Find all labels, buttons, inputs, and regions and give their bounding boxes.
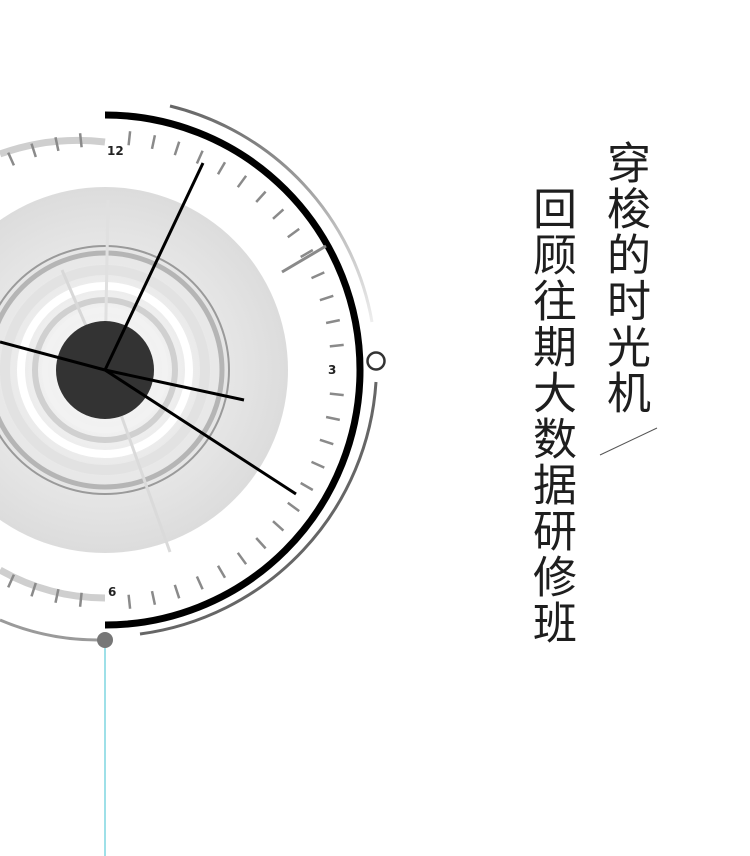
tick-mark <box>236 552 248 565</box>
tick-mark <box>310 271 325 280</box>
tick-mark <box>7 574 16 588</box>
hand-second <box>104 368 297 496</box>
clock-knob <box>366 351 386 371</box>
numeral-12: 12 <box>107 144 124 158</box>
tick-mark <box>173 584 181 599</box>
clock-rim <box>104 111 364 629</box>
tick-accent <box>281 244 327 274</box>
pendulum-bob <box>97 632 113 648</box>
tick-mark <box>325 415 341 422</box>
hand-tail <box>0 340 106 372</box>
tick-mark <box>287 227 300 239</box>
tick-mark <box>30 582 37 597</box>
ring-2 <box>0 250 225 490</box>
tick-mark <box>150 134 157 150</box>
tick-mark <box>319 438 334 446</box>
tick-mark <box>173 141 181 156</box>
tick-mark <box>54 136 60 152</box>
tick-mark <box>300 481 314 492</box>
hand-minute <box>103 162 205 371</box>
tick-mark <box>78 592 83 607</box>
clock-ticks <box>7 131 344 609</box>
ring-outer <box>0 245 230 495</box>
tick-mark <box>150 590 157 606</box>
tick-mark <box>216 565 227 579</box>
title-line-2: 回顾往期大数据研修班 <box>525 186 576 646</box>
left-arc-base <box>0 618 101 642</box>
numeral-6: 6 <box>108 585 116 599</box>
tick-mark <box>319 294 334 302</box>
tick-mark <box>216 161 227 175</box>
title-line-1: 穿梭的时光机 <box>599 140 650 416</box>
tick-mark <box>329 392 344 397</box>
tick-mark <box>236 175 248 188</box>
tick-mark <box>127 594 132 609</box>
tick-mark <box>78 133 83 148</box>
tick-mark <box>272 520 285 532</box>
title-divider <box>599 427 658 456</box>
tick-mark <box>255 537 267 550</box>
tick-mark <box>127 131 132 146</box>
tick-mark <box>255 190 267 203</box>
left-arc-bottom <box>0 566 106 602</box>
hand-hour <box>104 368 245 402</box>
tick-mark <box>287 501 300 513</box>
outer-arc-bottom <box>139 381 378 636</box>
numeral-3: 3 <box>328 363 336 377</box>
tick-mark <box>195 150 204 165</box>
tick-mark <box>30 143 37 158</box>
tick-mark <box>329 343 344 348</box>
tick-mark <box>7 152 16 166</box>
tick-mark <box>54 588 60 604</box>
tick-mark <box>272 208 285 220</box>
ring-3 <box>0 265 210 475</box>
tick-mark <box>310 460 325 469</box>
outer-arc-top <box>169 104 374 323</box>
tick-mark <box>325 318 341 325</box>
tick-mark <box>195 575 204 590</box>
left-arc-top <box>0 136 106 158</box>
tick-mark <box>300 248 314 259</box>
